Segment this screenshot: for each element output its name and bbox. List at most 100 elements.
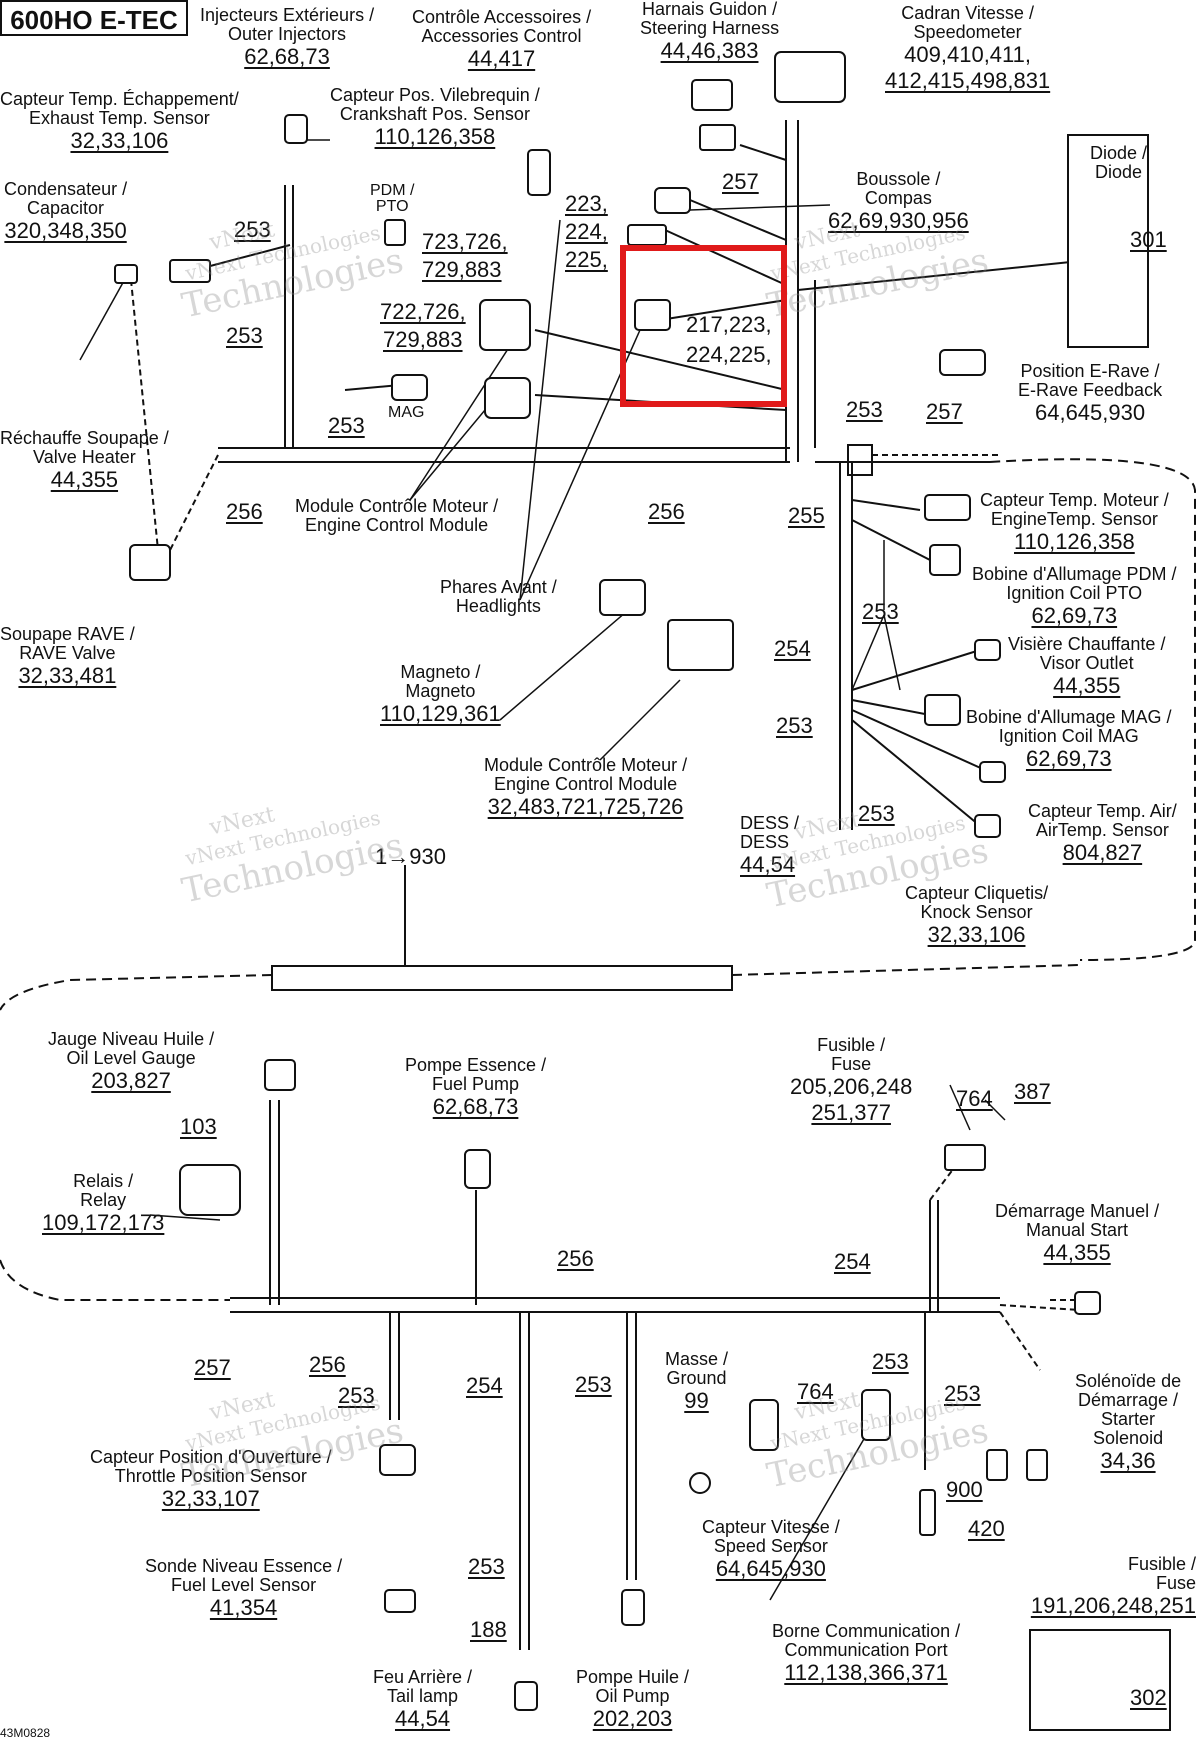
connector-302-box xyxy=(1029,1629,1171,1731)
diode-box xyxy=(1067,134,1149,348)
ref-722: 722,726, xyxy=(380,299,466,324)
label-fuse-top: Fusible / Fuse 205,206,248 251,377 xyxy=(790,1035,913,1126)
ref-729-b: 729,883 xyxy=(383,327,463,352)
ref-253-e: 253 xyxy=(862,599,899,624)
ref-1-930: 1→930 xyxy=(375,844,446,869)
ref-217: 217,223, xyxy=(686,312,772,337)
ref-301: 301 xyxy=(1130,227,1167,252)
ref-254-c: 254 xyxy=(466,1373,503,1398)
label-ecm-bottom: Module Contrôle Moteur / Engine Control … xyxy=(484,755,688,820)
ref-764-b: 764 xyxy=(797,1379,834,1404)
ref-256-b: 256 xyxy=(648,499,685,524)
ref-253-g: 253 xyxy=(858,801,895,826)
highlight-box xyxy=(620,245,787,407)
label-exhaust-temp: Capteur Temp. Échappement/ Exhaust Temp.… xyxy=(0,89,239,154)
harness-lines xyxy=(0,120,1196,1650)
label-accessories-control: Contrôle Accessoires / Accessories Contr… xyxy=(412,7,592,72)
label-fuel-pump: Pompe Essence / Fuel Pump 62,68,73 xyxy=(405,1055,547,1120)
connector-764 xyxy=(861,1389,891,1441)
connector-217 xyxy=(634,299,671,331)
label-throttle-position: Capteur Position d'Ouverture / Throttle … xyxy=(90,1447,332,1512)
label-outer-injectors: Injecteurs Extérieurs / Outer Injectors … xyxy=(200,5,375,70)
connector-oil-level xyxy=(264,1059,296,1091)
label-oil-level: Jauge Niveau Huile / Oil Level Gauge 203… xyxy=(48,1029,215,1094)
label-visor-outlet: Visière Chauffante / Visor Outlet 44,355 xyxy=(1008,634,1166,699)
ref-253-k: 253 xyxy=(944,1381,981,1406)
ref-224-b: 224,225, xyxy=(686,342,772,367)
label-comm-port: Borne Communication / Communication Port… xyxy=(772,1621,961,1686)
ref-223: 223, xyxy=(565,191,608,216)
ref-729-a: 729,883 xyxy=(422,257,502,282)
ref-253-a: 253 xyxy=(234,217,271,242)
label-steering-harness: Harnais Guidon / Steering Harness 44,46,… xyxy=(640,0,780,63)
ref-224: 224, xyxy=(565,219,608,244)
ref-764-a: 764 xyxy=(956,1086,993,1111)
ref-103: 103 xyxy=(180,1114,217,1139)
connector-fuse xyxy=(944,1144,986,1171)
label-tail-lamp: Feu Arrière / Tail lamp 44,54 xyxy=(373,1667,473,1732)
connector-fuel-level xyxy=(384,1589,416,1613)
label-valve-heater: Réchauffe Soupape / Valve Heater 44,355 xyxy=(0,428,169,493)
label-magneto: Magneto / Magneto 110,129,361 xyxy=(380,662,501,727)
connector-coil-mag xyxy=(924,694,961,726)
connector-tail-lamp xyxy=(514,1681,538,1711)
ref-387: 387 xyxy=(1014,1079,1051,1104)
ref-225: 225, xyxy=(565,247,608,272)
connector-coil-pto xyxy=(929,544,961,576)
connector-fuel-pump xyxy=(464,1149,491,1189)
label-speedometer: Cadran Vitesse / Speedometer 409,410,411… xyxy=(885,3,1051,94)
label-ecm-top: Module Contrôle Moteur / Engine Control … xyxy=(295,496,499,535)
diagram-title: 600HO E-TEC xyxy=(0,0,188,36)
ref-302: 302 xyxy=(1130,1685,1167,1710)
label-rave-valve: Soupape RAVE / RAVE Valve 32,33,481 xyxy=(0,624,135,689)
label-mag: MAG xyxy=(388,404,425,421)
ref-900: 900 xyxy=(946,1477,983,1502)
label-headlights: Phares Avant / Headlights xyxy=(440,577,557,616)
connector-exhaust-temp xyxy=(284,114,308,144)
label-knock: Capteur Cliquetis/ Knock Sensor 32,33,10… xyxy=(905,883,1049,948)
connector-air-temp xyxy=(979,761,1006,783)
label-starter-solenoid: Solénoïde de Démarrage / Starter Solenoi… xyxy=(1075,1371,1182,1474)
connector-manual-start xyxy=(1074,1291,1101,1315)
ref-253-d: 253 xyxy=(846,397,883,422)
label-crankshaft: Capteur Pos. Vilebrequin / Crankshaft Po… xyxy=(330,85,540,150)
label-speed-sensor: Capteur Vitesse / Speed Sensor 64,645,93… xyxy=(702,1517,840,1582)
connectors xyxy=(114,51,1171,1731)
connector-solenoid-b xyxy=(1026,1449,1048,1481)
connector-valve-heater xyxy=(114,264,138,284)
ref-257-b: 257 xyxy=(926,399,963,424)
connector-visor xyxy=(974,639,1001,661)
connector-ecm-a xyxy=(479,299,531,351)
connector-relay xyxy=(179,1164,241,1216)
label-oil-pump: Pompe Huile / Oil Pump 202,203 xyxy=(576,1667,690,1732)
ref-253-f: 253 xyxy=(776,713,813,738)
label-diode: Diode / Diode xyxy=(1090,143,1148,182)
connector-ecm-bottom xyxy=(667,619,734,671)
drawing-code: 43M0828 xyxy=(0,1726,51,1740)
label-relay: Relais / Relay 109,172,173 xyxy=(42,1171,165,1236)
label-pdm-pto: PDM / PTO xyxy=(370,182,415,215)
label-ground: Masse / Ground 99 xyxy=(665,1349,729,1414)
connector-magneto xyxy=(599,579,646,616)
connector-solenoid-a xyxy=(986,1449,1008,1481)
connector-engine-temp xyxy=(924,494,971,521)
ref-188: 188 xyxy=(470,1617,507,1642)
connector-fuse-bottom xyxy=(919,1489,936,1536)
connector-rave-valve xyxy=(129,544,171,581)
ref-420: 420 xyxy=(968,1516,1005,1541)
ref-255: 255 xyxy=(788,503,825,528)
label-fuse-bottom: Fusible / Fuse 191,206,248,251 xyxy=(1030,1554,1196,1619)
ref-253-l: 253 xyxy=(468,1554,505,1579)
ref-257-top: 257 xyxy=(722,169,759,194)
connector-mag xyxy=(391,374,428,401)
connector-crankshaft xyxy=(527,149,551,196)
ground-ring xyxy=(689,1472,711,1494)
ref-256-c: 256 xyxy=(557,1246,594,1271)
label-manual-start: Démarrage Manuel / Manual Start 44,355 xyxy=(995,1201,1160,1266)
connector-pdm-pto xyxy=(384,219,406,246)
connector-erave xyxy=(939,349,986,376)
connector-compass xyxy=(654,187,691,214)
ref-254-a: 254 xyxy=(774,636,811,661)
ref-256-a: 256 xyxy=(226,499,263,524)
